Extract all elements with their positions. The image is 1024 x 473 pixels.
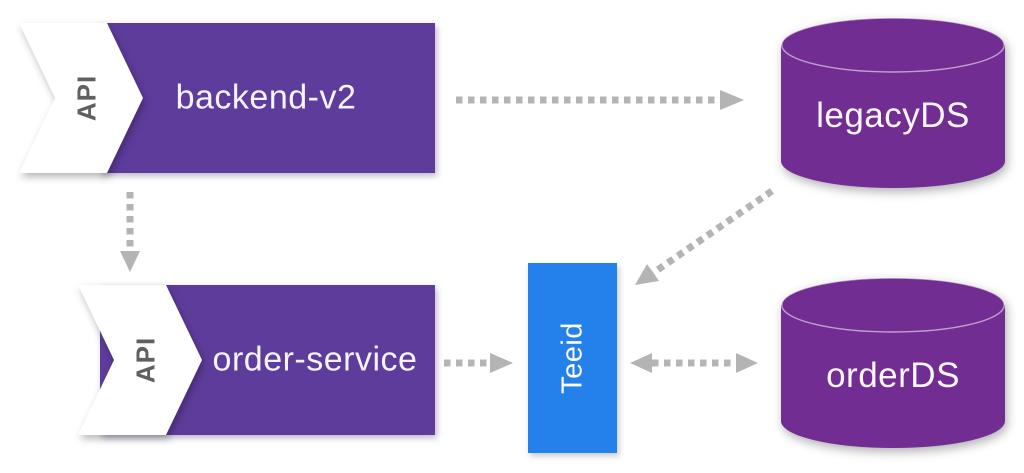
arrow-teiid-orderds-bidirectional [630, 353, 758, 373]
datastore-label: orderDS [826, 356, 960, 395]
arrow-legacyds-to-teiid [635, 188, 774, 285]
teiid-node: Teeid [528, 263, 617, 453]
api-badge-label: API [71, 74, 102, 122]
api-badge-label: API [130, 336, 161, 384]
api-chevron-banner [19, 23, 143, 173]
datastore-label: legacyDS [816, 96, 970, 135]
service-label: order-service [212, 340, 418, 379]
datastore-legacyds: legacyDS [781, 17, 1005, 189]
datastore-orderds: orderDS [781, 277, 1005, 449]
database-cylinder-icon [781, 17, 1005, 188]
service-box [100, 23, 435, 173]
arrow-backend-v2-to-legacyds [456, 90, 744, 110]
database-cylinder-icon [781, 277, 1005, 448]
arrow-order-service-to-teiid [444, 353, 513, 373]
teiid-label: Teeid [556, 322, 588, 394]
api-chevron-banner [78, 285, 202, 435]
service-label: backend-v2 [175, 78, 357, 117]
arrow-backend-v2-to-order-service [120, 192, 140, 272]
